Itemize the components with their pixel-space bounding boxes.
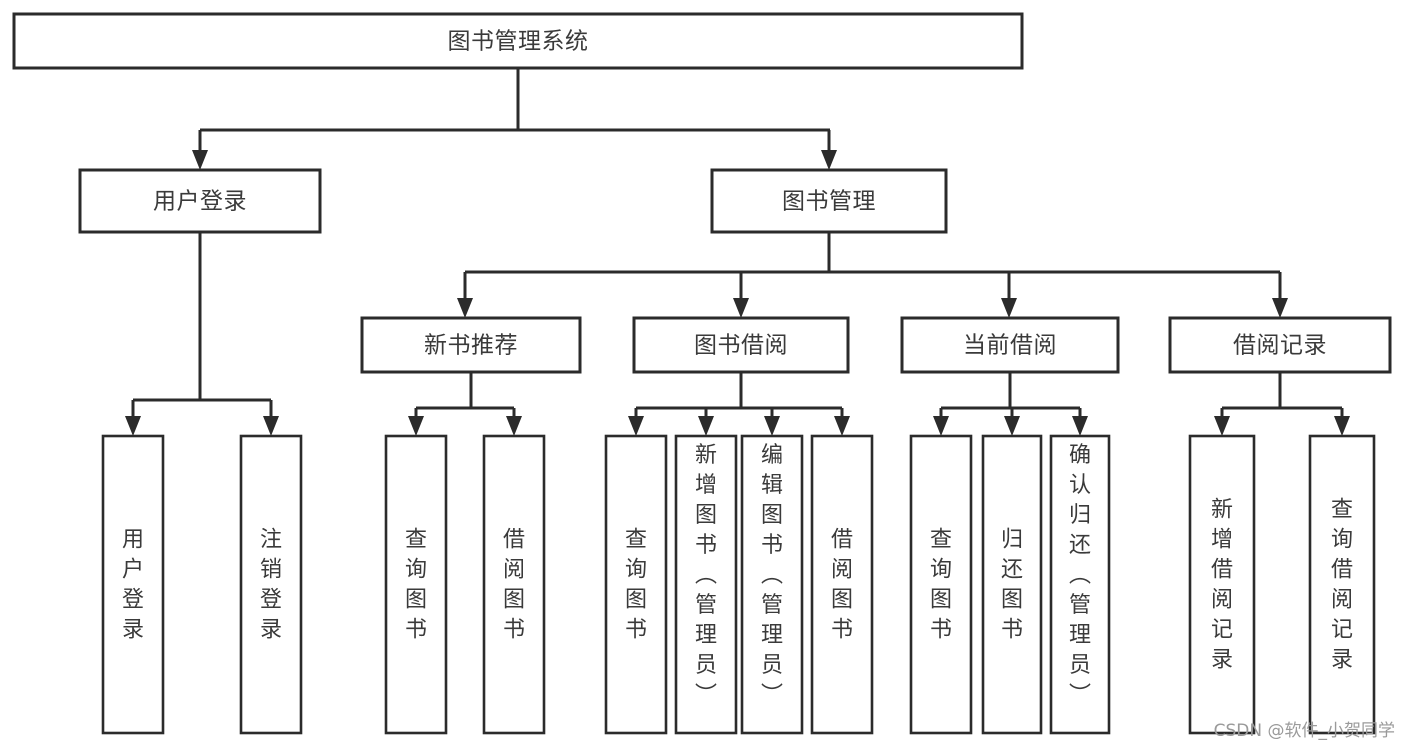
- node-leaf-5[interactable]: 新增图书︵管理员︶: [674, 434, 738, 735]
- node-label: 当前借阅: [963, 333, 1057, 359]
- node-label: 图书借阅: [694, 333, 788, 359]
- node-label: 确认归还︵管理员︶: [1069, 443, 1091, 708]
- node-leaf-0[interactable]: 用户登录: [101, 434, 165, 735]
- node-level3-2[interactable]: 当前借阅: [900, 316, 1120, 374]
- node-level3-0[interactable]: 新书推荐: [360, 316, 582, 374]
- node-box-outline: [604, 434, 668, 735]
- node-label: 查询借阅记录: [1331, 498, 1353, 673]
- arrow-head-icon: [834, 416, 850, 436]
- arrow-head-icon: [457, 298, 473, 318]
- arrow-head-icon: [764, 416, 780, 436]
- node-label: 借阅记录: [1233, 333, 1327, 359]
- node-leaf-12[interactable]: 查询借阅记录: [1308, 434, 1376, 735]
- arrow-head-icon: [263, 416, 279, 436]
- arrow-head-icon: [628, 416, 644, 436]
- node-leaf-1[interactable]: 注销登录: [239, 434, 303, 735]
- node-label: 用户登录: [153, 189, 247, 215]
- node-box-outline: [981, 434, 1043, 735]
- node-box-outline: [1308, 434, 1376, 735]
- connectors-layer: [125, 68, 1350, 436]
- arrow-head-icon: [506, 416, 522, 436]
- arrow-head-icon: [1004, 416, 1020, 436]
- node-label: 查询图书: [625, 528, 647, 643]
- node-box-outline: [384, 434, 448, 735]
- node-level3-1[interactable]: 图书借阅: [632, 316, 850, 374]
- arrow-head-icon: [125, 416, 141, 436]
- node-label: 图书管理: [782, 189, 876, 215]
- arrow-head-icon: [933, 416, 949, 436]
- node-label: 编辑图书︵管理员︶: [761, 443, 783, 708]
- node-box-outline: [1049, 434, 1111, 735]
- node-box-outline: [1168, 316, 1392, 374]
- node-leaf-7[interactable]: 借阅图书: [810, 434, 874, 735]
- node-label: 新增借阅记录: [1211, 498, 1233, 673]
- node-label: 用户登录: [122, 528, 144, 643]
- node-leaf-9[interactable]: 归还图书: [981, 434, 1043, 735]
- node-box-outline: [674, 434, 738, 735]
- node-label: 新书推荐: [424, 333, 518, 359]
- node-box-outline: [810, 434, 874, 735]
- node-box-outline: [900, 316, 1120, 374]
- node-label: 新增图书︵管理员︶: [695, 443, 717, 708]
- node-leaf-11[interactable]: 新增借阅记录: [1188, 434, 1256, 735]
- node-level3-3[interactable]: 借阅记录: [1168, 316, 1392, 374]
- node-leaf-10[interactable]: 确认归还︵管理员︶: [1049, 434, 1111, 735]
- arrow-head-icon: [821, 150, 837, 170]
- node-box-outline: [239, 434, 303, 735]
- nodes-layer: 图书管理系统用户登录图书管理新书推荐图书借阅当前借阅借阅记录用户登录注销登录查询…: [12, 12, 1392, 735]
- arrow-head-icon: [1072, 416, 1088, 436]
- node-label: 查询图书: [930, 528, 952, 643]
- arrow-head-icon: [1334, 416, 1350, 436]
- node-label: 归还图书: [1001, 528, 1023, 643]
- node-box-outline: [1188, 434, 1256, 735]
- node-box-outline: [360, 316, 582, 374]
- node-leaf-8[interactable]: 查询图书: [909, 434, 973, 735]
- node-level2-0[interactable]: 用户登录: [78, 168, 322, 234]
- node-leaf-2[interactable]: 查询图书: [384, 434, 448, 735]
- node-box-outline: [12, 12, 1024, 70]
- arrow-head-icon: [733, 298, 749, 318]
- node-root-title[interactable]: 图书管理系统: [12, 12, 1024, 70]
- node-label: 借阅图书: [503, 528, 525, 643]
- arrow-head-icon: [1214, 416, 1230, 436]
- node-box-outline: [482, 434, 546, 735]
- arrow-head-icon: [192, 150, 208, 170]
- node-label: 查询图书: [405, 528, 427, 643]
- node-label: 图书管理系统: [448, 29, 589, 55]
- node-label: 借阅图书: [831, 528, 853, 643]
- node-box-outline: [632, 316, 850, 374]
- arrow-head-icon: [1001, 298, 1017, 318]
- node-box-outline: [710, 168, 948, 234]
- node-level2-1[interactable]: 图书管理: [710, 168, 948, 234]
- watermark-label: CSDN @软件_小贺同学: [1213, 721, 1395, 741]
- node-label: 注销登录: [260, 528, 282, 643]
- node-box-outline: [78, 168, 322, 234]
- node-box-outline: [740, 434, 804, 735]
- node-box-outline: [909, 434, 973, 735]
- node-leaf-6[interactable]: 编辑图书︵管理员︶: [740, 434, 804, 735]
- arrow-head-icon: [408, 416, 424, 436]
- node-box-outline: [101, 434, 165, 735]
- arrow-head-icon: [1272, 298, 1288, 318]
- node-leaf-4[interactable]: 查询图书: [604, 434, 668, 735]
- node-leaf-3[interactable]: 借阅图书: [482, 434, 546, 735]
- arrow-head-icon: [698, 416, 714, 436]
